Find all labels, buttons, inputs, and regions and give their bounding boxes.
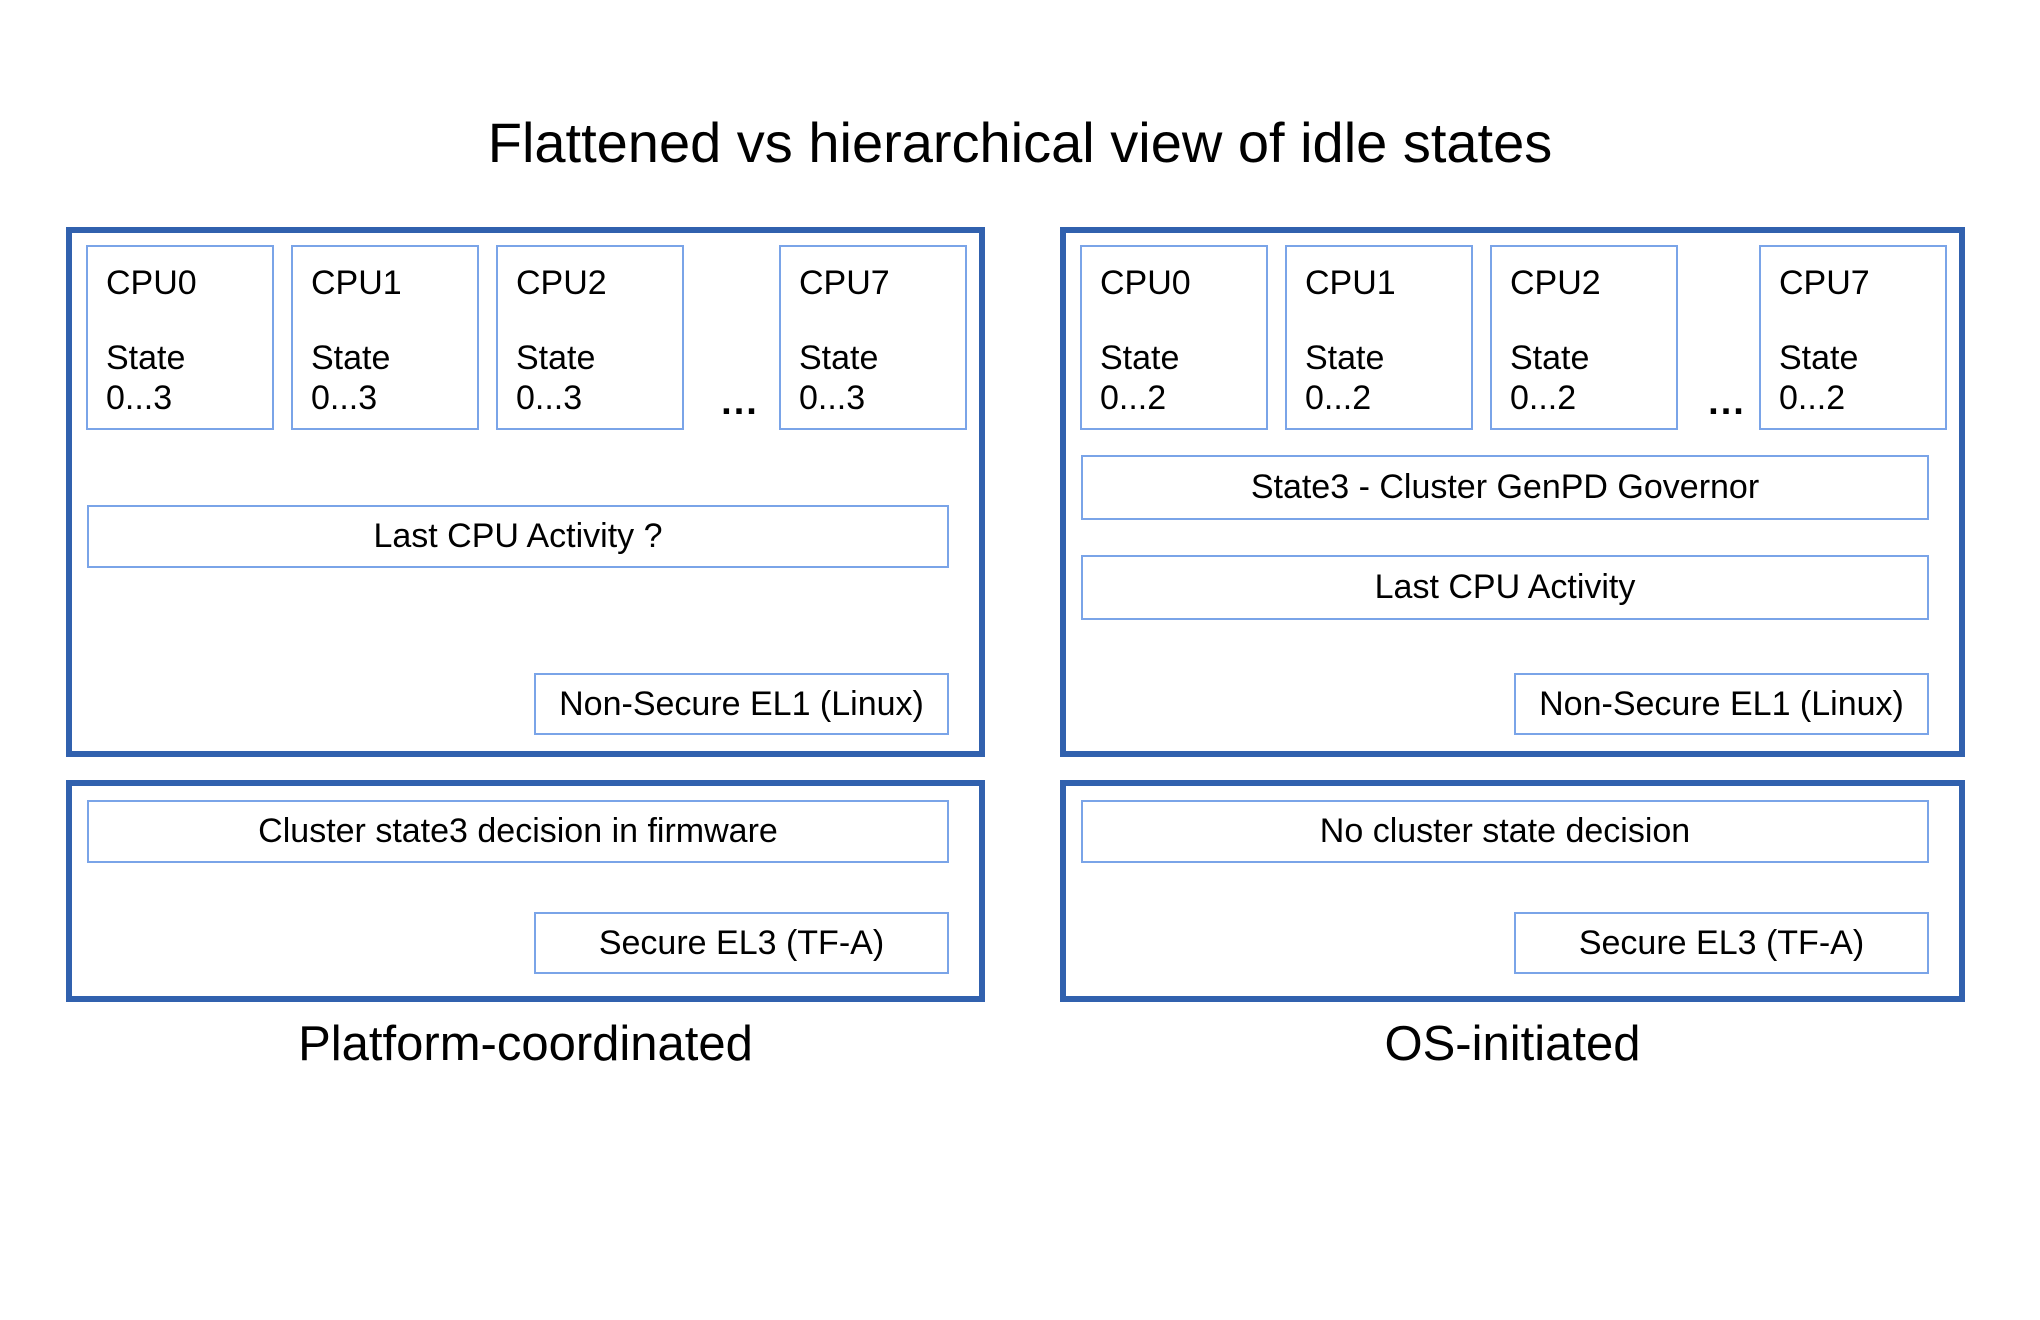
secure-el3-box: Secure EL3 (TF-A) [534,912,949,974]
os-cpu-row: CPU0 State 0...2 CPU1 State 0...2 CPU2 S… [1080,245,1947,430]
platform-secure-panel: Cluster state3 decision in firmware Secu… [66,780,985,1002]
nonsecure-el1-box: Non-Secure EL1 (Linux) [1514,673,1929,735]
cpu-box: CPU7 State 0...2 [1759,245,1947,430]
os-nonsecure-panel: CPU0 State 0...2 CPU1 State 0...2 CPU2 S… [1060,227,1965,757]
cpu-state-range: State 0...3 [311,338,391,417]
ellipsis-more-cpus: ... [1708,381,1746,423]
last-cpu-activity-box: Last CPU Activity ? [87,505,949,568]
platform-coordinated-caption: Platform-coordinated [298,1017,753,1071]
ellipsis-more-cpus: ... [721,381,759,423]
cpu-box: CPU0 State 0...2 [1080,245,1268,430]
os-initiated-caption: OS-initiated [1384,1017,1641,1071]
cpu-label: CPU7 [1779,264,1870,302]
cluster-genpd-governor-box: State3 - Cluster GenPD Governor [1081,455,1929,520]
secure-el3-box: Secure EL3 (TF-A) [1514,912,1929,974]
platform-cpu-row: CPU0 State 0...3 CPU1 State 0...3 CPU2 S… [86,245,967,430]
cpu-label: CPU2 [516,264,607,302]
cpu-state-range: State 0...2 [1100,338,1180,417]
nonsecure-el1-box: Non-Secure EL1 (Linux) [534,673,949,735]
os-secure-panel: No cluster state decision Secure EL3 (TF… [1060,780,1965,1002]
page-title: Flattened vs hierarchical view of idle s… [487,111,1553,174]
cpu-label: CPU2 [1510,264,1601,302]
cpu-state-range: State 0...3 [516,338,596,417]
cpu-label: CPU7 [799,264,890,302]
cluster-decision-box: Cluster state3 decision in firmware [87,800,949,863]
cpu-label: CPU1 [1305,264,1396,302]
cpu-state-range: State 0...2 [1510,338,1590,417]
last-cpu-activity-box: Last CPU Activity [1081,555,1929,620]
cpu-box: CPU2 State 0...2 [1490,245,1678,430]
cpu-state-range: State 0...3 [799,338,879,417]
cpu-label: CPU0 [106,264,197,302]
cpu-box: CPU7 State 0...3 [779,245,967,430]
cpu-state-range: State 0...2 [1779,338,1859,417]
cpu-state-range: State 0...2 [1305,338,1385,417]
cpu-box: CPU0 State 0...3 [86,245,274,430]
cpu-label: CPU1 [311,264,402,302]
cpu-box: CPU1 State 0...3 [291,245,479,430]
no-cluster-decision-box: No cluster state decision [1081,800,1929,863]
cpu-box: CPU1 State 0...2 [1285,245,1473,430]
cpu-label: CPU0 [1100,264,1191,302]
cpu-box: CPU2 State 0...3 [496,245,684,430]
cpu-state-range: State 0...3 [106,338,186,417]
platform-nonsecure-panel: CPU0 State 0...3 CPU1 State 0...3 CPU2 S… [66,227,985,757]
